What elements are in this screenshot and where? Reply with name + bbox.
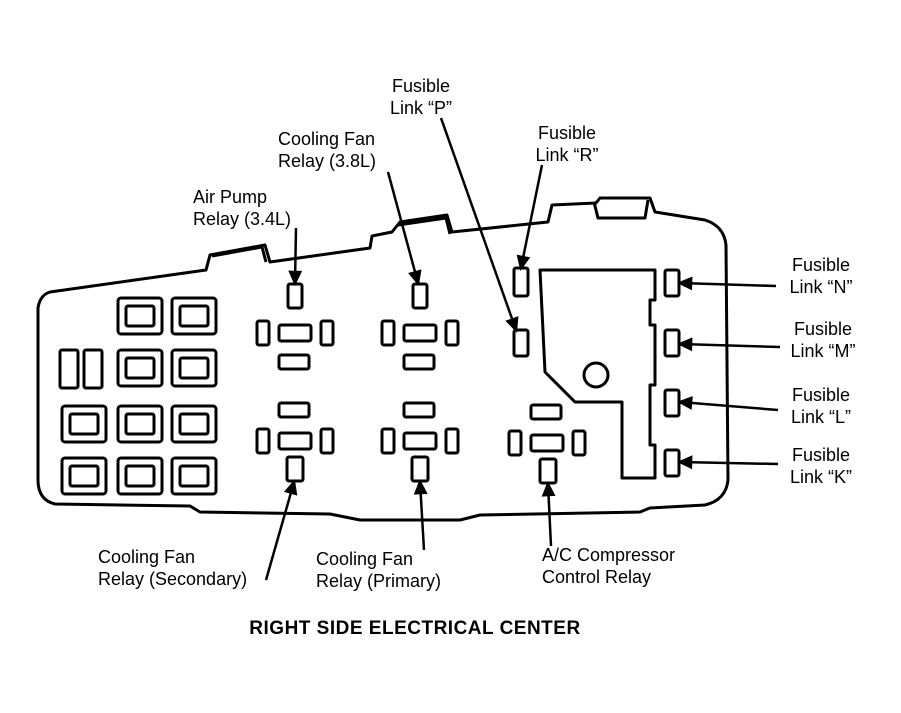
mini-fuse-window (178, 356, 210, 380)
fusible-link-m-block (663, 328, 681, 358)
relay-c-pin (277, 401, 311, 419)
mini-fuse (116, 348, 164, 388)
relay-d-pin (402, 401, 436, 419)
relay-d-pin (380, 427, 396, 455)
mini-fuse (60, 456, 108, 496)
relay-e-pin (507, 429, 523, 457)
relay-c-bottom (285, 455, 305, 483)
relay-b-pin (444, 319, 460, 347)
arrow-fusible-link-k (676, 455, 779, 470)
maxi-fuse (82, 348, 104, 390)
mini-fuse-window (124, 304, 156, 328)
relay-a-pin (319, 319, 335, 347)
mini-fuse-window (68, 412, 100, 436)
relay-d-pin (444, 427, 460, 455)
top-tab-left (211, 245, 268, 263)
relay-c-pin (277, 431, 313, 451)
arrow-fusible-link-n (676, 276, 777, 291)
relay-e-pin (529, 433, 565, 453)
maxi-fuse (58, 348, 80, 390)
housing-outline (36, 196, 730, 522)
top-tab-right (592, 199, 650, 220)
relay-d-pin (402, 431, 438, 451)
relay-a-top (286, 282, 304, 310)
mini-fuse-window (124, 464, 156, 488)
fusible-link-n-block (663, 268, 681, 298)
mini-fuse (116, 404, 164, 444)
internal-bus (538, 268, 657, 480)
arrow-fusible-link-p (439, 117, 519, 333)
arrow-air-pump-relay (288, 227, 303, 287)
relay-c-pin (319, 427, 335, 455)
mini-fuse-window (124, 412, 156, 436)
relay-d-bottom (410, 455, 430, 483)
relay-a-pin (277, 323, 313, 343)
relay-e-pin (529, 403, 563, 421)
mini-fuse (170, 456, 218, 496)
arrow-fusible-link-l (676, 396, 779, 412)
top-tab-mid (397, 216, 452, 235)
arrow-cooling-fan-relay-3-8l (386, 171, 422, 286)
mini-fuse (170, 404, 218, 444)
relay-e-pin (571, 429, 587, 457)
mini-fuse-window (178, 412, 210, 436)
relay-b-top (411, 282, 429, 310)
arrow-cooling-fan-relay-secondary (264, 479, 298, 581)
mini-fuse (60, 404, 108, 444)
relay-b-pin (402, 323, 438, 343)
relay-a-pin (277, 353, 311, 371)
mounting-hole (582, 361, 610, 389)
arrow-fusible-link-r (516, 164, 544, 271)
arrow-ac-compressor-relay (541, 480, 556, 547)
relay-a-pin (255, 319, 271, 347)
mini-fuse-window (178, 304, 210, 328)
fusible-link-r-block (512, 266, 530, 298)
relay-c-pin (255, 427, 271, 455)
mini-fuse-window (124, 356, 156, 380)
fusible-link-p-block (512, 328, 530, 358)
relay-b-pin (380, 319, 396, 347)
arrow-cooling-fan-relay-primary (413, 478, 428, 551)
mini-fuse-window (178, 464, 210, 488)
relay-e-bottom (538, 457, 558, 485)
fusible-link-l-block (663, 388, 681, 418)
diagram-caption: RIGHT SIDE ELECTRICAL CENTER (249, 618, 581, 639)
mini-fuse (170, 296, 218, 336)
fusible-link-k-block (663, 448, 681, 478)
mini-fuse (170, 348, 218, 388)
arrow-fusible-link-m (676, 337, 781, 352)
mini-fuse-window (68, 464, 100, 488)
mini-fuse (116, 456, 164, 496)
mini-fuse (116, 296, 164, 336)
relay-b-pin (402, 353, 436, 371)
